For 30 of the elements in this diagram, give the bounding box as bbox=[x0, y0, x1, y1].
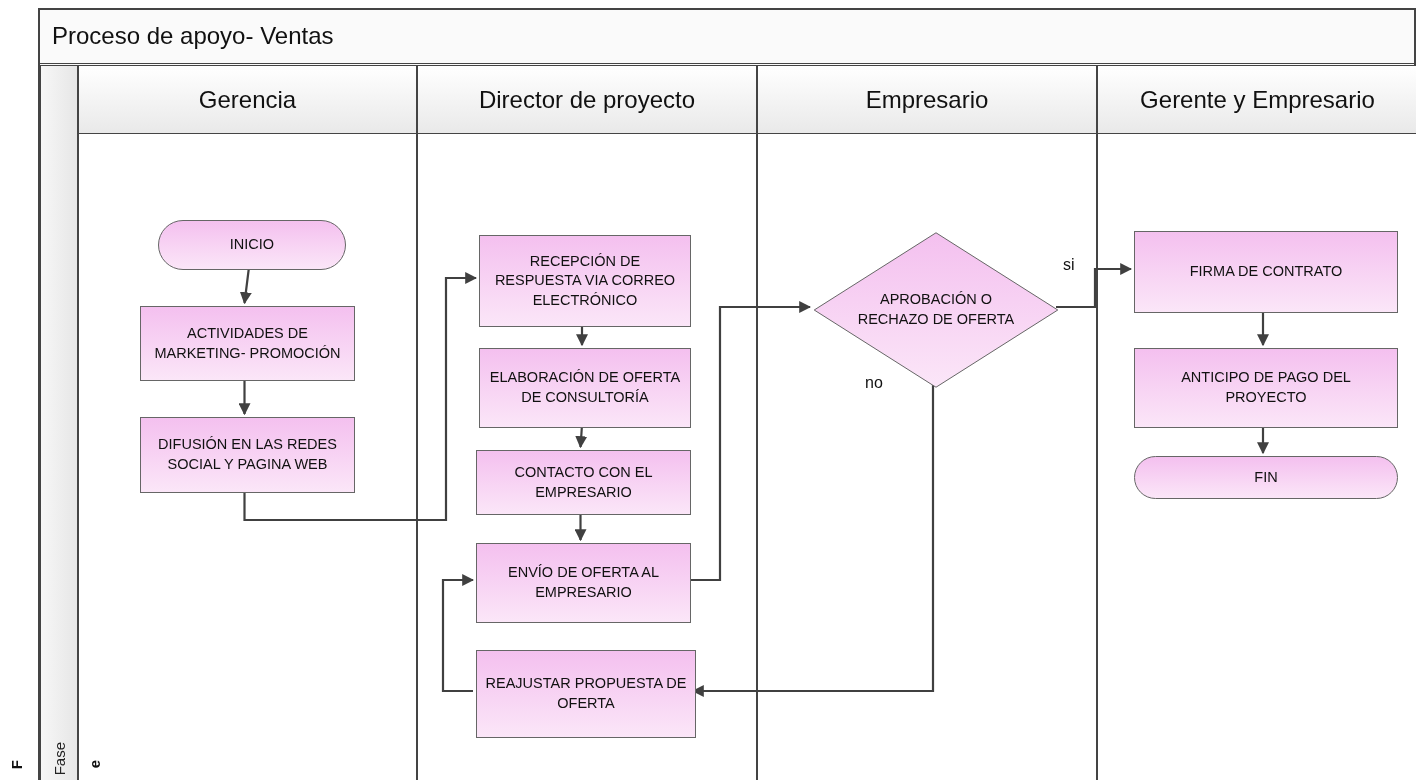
rotated-letter: e bbox=[86, 760, 103, 769]
process-box: ENVÍO DE OFERTA AL EMPRESARIO bbox=[476, 543, 691, 623]
phase-band bbox=[40, 65, 78, 780]
arrow bbox=[1056, 263, 1133, 309]
process-box: REAJUSTAR PROPUESTA DE OFERTA bbox=[476, 650, 696, 738]
swimlane-pool bbox=[38, 8, 1416, 780]
swimlane bbox=[417, 65, 757, 780]
terminal-shape: INICIO bbox=[158, 220, 346, 270]
swimlane bbox=[78, 65, 417, 780]
swimlane bbox=[757, 65, 1097, 780]
arrow bbox=[238, 378, 251, 416]
arrow bbox=[576, 324, 588, 347]
process-box: ACTIVIDADES DE MARKETING- PROMOCIÓN bbox=[140, 306, 355, 381]
arrow bbox=[441, 574, 475, 693]
arrow bbox=[688, 301, 812, 582]
rotated-letter: F bbox=[8, 760, 25, 770]
swimlane bbox=[1097, 65, 1416, 780]
process-box: DIFUSIÓN EN LAS REDES SOCIAL Y PAGINA WEB bbox=[140, 417, 355, 493]
phase-label: Fase bbox=[50, 741, 68, 775]
process-box: CONTACTO CON EL EMPRESARIO bbox=[476, 450, 691, 515]
arrow bbox=[1257, 310, 1269, 347]
arrow bbox=[1257, 425, 1269, 455]
process-box: ELABORACIÓN DE OFERTA DE CONSULTORÍA bbox=[479, 348, 691, 428]
terminal-shape: FIN bbox=[1134, 456, 1398, 499]
pool-title: Proceso de apoyo- Ventas bbox=[52, 22, 334, 50]
arrow bbox=[243, 272, 478, 522]
process-box: RECEPCIÓN DE RESPUESTA VIA CORREO ELECTRÓNICO bbox=[479, 235, 691, 327]
process-box: FIRMA DE CONTRATO bbox=[1134, 231, 1398, 313]
arrow bbox=[574, 512, 587, 542]
process-box: ANTICIPO DE PAGO DEL PROYECTO bbox=[1134, 348, 1398, 428]
